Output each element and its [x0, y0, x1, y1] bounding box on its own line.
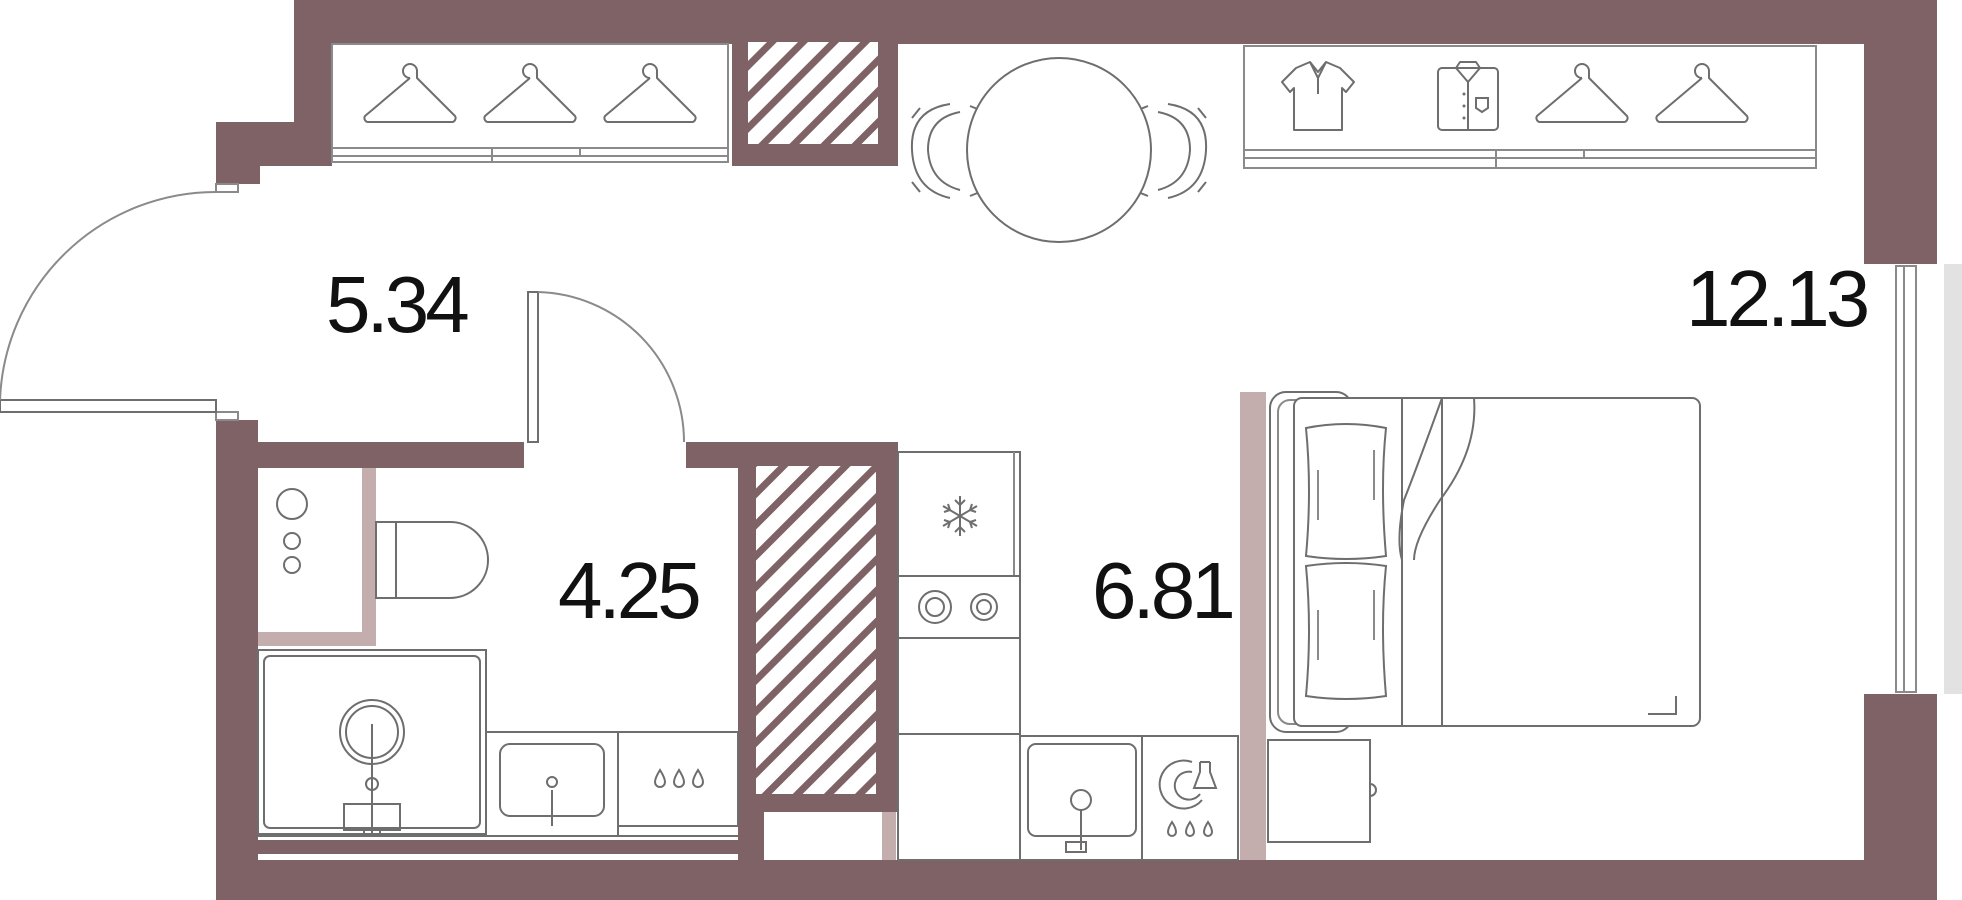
counter: [897, 733, 1021, 861]
partitions: [258, 392, 1266, 860]
round-table: [966, 57, 1152, 243]
water-drops-icon: [1166, 820, 1214, 837]
shower-tray: [257, 649, 487, 837]
wall-shaft-right: [876, 442, 898, 812]
toilet: [375, 521, 489, 599]
entrance-door-swing: [0, 191, 217, 401]
shower-controls: [276, 488, 308, 574]
bathroom-door-leaf: [527, 291, 539, 443]
hallway-area-label: 5.34: [326, 260, 468, 349]
wall-right-upper: [1864, 0, 1937, 264]
wall-top: [294, 0, 1937, 44]
wardrobe-right: [1243, 45, 1817, 169]
polo-shirt-icon: [1281, 61, 1355, 131]
bathroom-fixtures: [257, 488, 739, 854]
faucet: [546, 776, 558, 788]
wall-left-lower: [216, 420, 258, 900]
cooktop: [897, 575, 1021, 639]
dining-table: [910, 57, 1208, 243]
kitchen-sink: [1019, 735, 1143, 861]
dishwasher-icon: [1158, 759, 1218, 810]
snowflake-icon: [942, 496, 978, 536]
dress-shirt-icon: [1437, 61, 1499, 131]
lower-shaft-hatch: [756, 466, 876, 794]
counter: [897, 637, 1021, 735]
kitchen-area-label: 6.81: [1092, 546, 1232, 635]
washbasin: [485, 731, 619, 837]
upper-shaft-hatch: [748, 42, 878, 144]
fridge: [897, 451, 1021, 577]
hanger-icon: [1655, 63, 1749, 124]
living-room-area-label: 12.13: [1686, 254, 1867, 343]
wall-bottom: [216, 860, 1937, 900]
washing-machine: [617, 731, 739, 827]
window: [1894, 264, 1962, 694]
partition-shower-side: [362, 468, 376, 646]
hanger-icon: [603, 63, 697, 124]
faucet: [1070, 789, 1092, 811]
water-drops-icon: [653, 768, 705, 788]
partition-kitchen-living: [1240, 392, 1266, 860]
wardrobe-left: [331, 43, 729, 163]
wall-bath-top-left: [216, 442, 524, 468]
dishwasher: [1141, 735, 1239, 861]
entrance-door[interactable]: [0, 183, 239, 421]
pillow: [1304, 562, 1388, 700]
bed: [1269, 391, 1701, 733]
wall-bath-top-right: [686, 442, 898, 468]
wall-door-jamb-top: [216, 122, 260, 184]
bathroom-door[interactable]: [527, 291, 685, 443]
burner: [970, 593, 998, 621]
nightstand: [1267, 739, 1377, 843]
hanger-icon: [363, 63, 457, 124]
bathroom-area-label: 4.25: [558, 546, 699, 635]
burner: [918, 590, 952, 624]
entrance-door-leaf: [0, 399, 217, 413]
partition-shower-bottom: [258, 632, 376, 646]
kitchen-units: [897, 451, 1239, 861]
pillow: [1304, 423, 1388, 560]
partition-bath-kitchen-low: [882, 812, 896, 860]
hanger-icon: [483, 63, 577, 124]
wall-shaft-bottom: [738, 792, 898, 812]
hanger-icon: [1535, 63, 1629, 124]
bathroom-door-swing: [537, 291, 685, 443]
